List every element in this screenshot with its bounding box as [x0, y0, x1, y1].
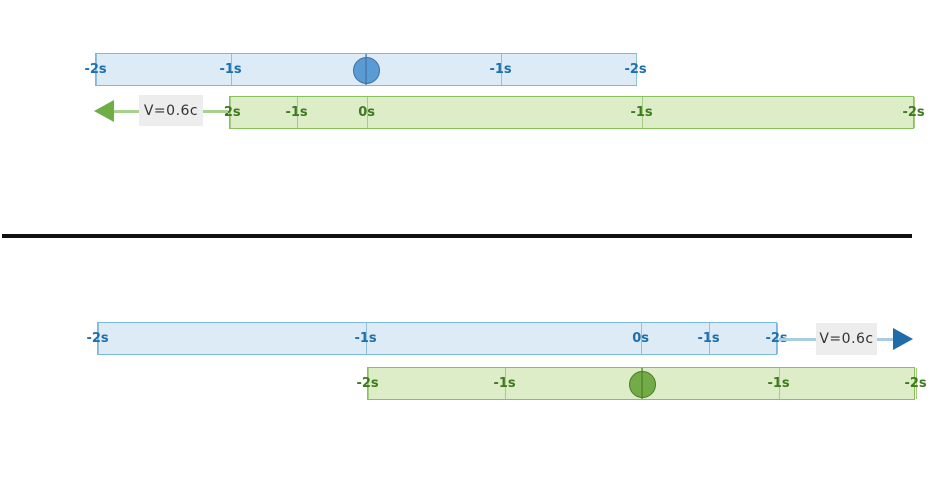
velocity-label-bottom: V=0.6c: [819, 331, 874, 347]
bottom-blue-ruler-tick: [640, 323, 642, 354]
bottom-blue-ruler: -2s -1s 0s -1s -2s: [86, 322, 788, 355]
top-blue-ruler-clock-label: -2s: [624, 61, 647, 77]
top-blue-ruler-clock-label: -1s: [219, 61, 242, 77]
top-green-ruler-tick: [296, 97, 298, 128]
bottom-blue-ruler-clock-label: -1s: [354, 330, 377, 346]
top-green-ruler-clock-label: 0s: [358, 104, 376, 120]
bottom-green-ruler: -2s -1s -1s -2s: [356, 367, 927, 400]
bottom-green-ruler-clock-label: -1s: [493, 375, 516, 391]
frame-divider-line: [2, 234, 912, 238]
velocity-label-top: V=0.6c: [143, 102, 199, 119]
top-green-ruler-clock-label: -2s: [218, 104, 241, 120]
top-blue-ruler-tick: [500, 54, 502, 85]
top-green-ruler-clock-label: -1s: [285, 104, 308, 120]
bottom-blue-ruler-clock-label: -2s: [86, 330, 109, 346]
bottom-blue-ruler-tick: [365, 323, 367, 354]
bottom-green-ruler-observer-axis: [641, 368, 643, 399]
bottom-green-ruler-tick: [915, 368, 917, 399]
top-blue-ruler: -2s -1s -1s -2s: [84, 53, 647, 86]
bottom-blue-ruler-tick: [708, 323, 710, 354]
top-green-ruler-clock-label: -1s: [630, 104, 653, 120]
top-green-ruler-tick: [229, 97, 231, 128]
bottom-blue-ruler-tick: [776, 323, 778, 354]
top-blue-ruler-tick: [635, 54, 637, 85]
top-green-ruler-clock-label: -2s: [902, 104, 925, 120]
top-green-ruler: -2s -1s 0s -1s -2s: [218, 96, 925, 129]
top-green-ruler-tick: [641, 97, 643, 128]
top-blue-ruler-observer-axis: [365, 54, 367, 85]
bottom-blue-ruler-clock-label: 0s: [632, 330, 650, 346]
velocity-label-box-bottom: V=0.6c: [816, 323, 877, 355]
top-blue-ruler-tick: [95, 54, 97, 85]
bottom-green-ruler-clock-label: -1s: [767, 375, 790, 391]
top-green-ruler-tick: [913, 97, 915, 128]
bottom-green-ruler-clock-label: -2s: [904, 375, 927, 391]
top-blue-ruler-tick: [230, 54, 232, 85]
top-blue-ruler-clock-label: -1s: [489, 61, 512, 77]
bottom-blue-ruler-clock-label: -1s: [697, 330, 720, 346]
bottom-green-ruler-tick: [367, 368, 369, 399]
velocity-arrow-left-icon: [94, 100, 114, 122]
top-green-ruler-tick: [366, 97, 368, 128]
bottom-green-ruler-tick: [504, 368, 506, 399]
velocity-label-box-top: V=0.6c: [139, 95, 203, 126]
bottom-blue-ruler-clock-label: -2s: [765, 330, 788, 346]
velocity-arrow-right-icon: [893, 328, 913, 350]
bottom-green-ruler-clock-label: -2s: [356, 375, 379, 391]
bottom-blue-ruler-tick: [97, 323, 99, 354]
top-blue-ruler-clock-label: -2s: [84, 61, 107, 77]
bottom-green-ruler-tick: [778, 368, 780, 399]
